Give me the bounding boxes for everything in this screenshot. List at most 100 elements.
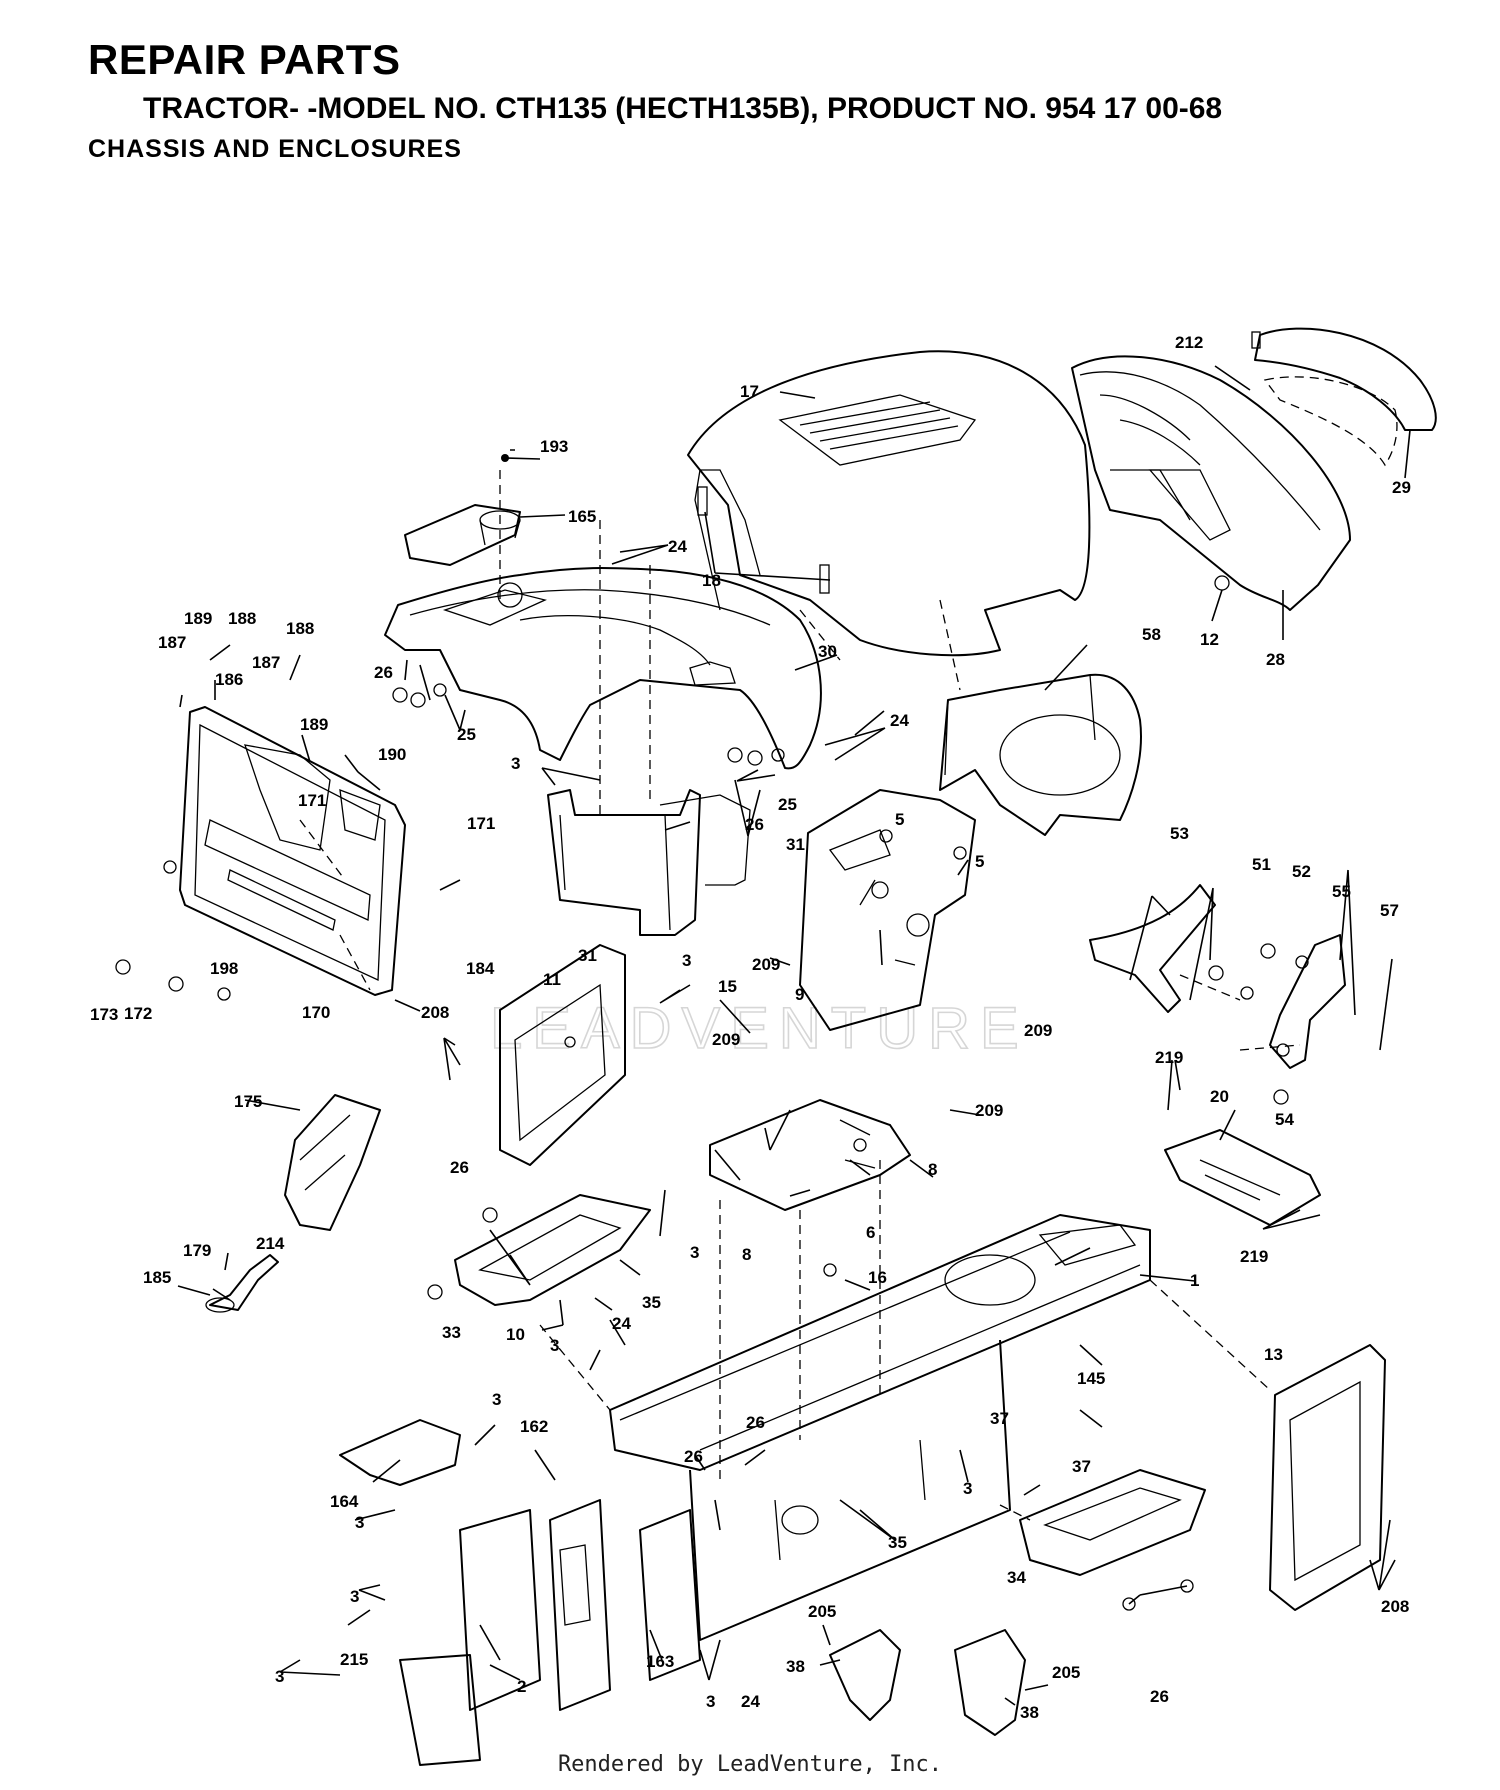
callout: 54 bbox=[1275, 1110, 1294, 1129]
callout: 170 bbox=[302, 1003, 330, 1022]
callout: 26 bbox=[746, 1413, 765, 1432]
hood-bracket-part bbox=[1089, 884, 1216, 1013]
callout: 3 bbox=[690, 1243, 699, 1262]
callout: 179 bbox=[183, 1241, 211, 1260]
callout: 35 bbox=[642, 1293, 661, 1312]
dashboard-panel-part bbox=[179, 706, 406, 996]
side-panel-right-part bbox=[1269, 1344, 1386, 1611]
callout: 51 bbox=[1252, 855, 1271, 874]
callout: 8 bbox=[742, 1245, 751, 1264]
callout: 165 bbox=[568, 507, 596, 526]
steering-support-part bbox=[799, 789, 976, 1031]
callout: 6 bbox=[866, 1223, 875, 1242]
callout: 3 bbox=[350, 1587, 359, 1606]
watermark-text: LEADVENTURE bbox=[490, 996, 1029, 1061]
callout: 15 bbox=[718, 977, 737, 996]
callout: 190 bbox=[378, 745, 406, 764]
callout: 219 bbox=[1155, 1048, 1183, 1067]
heat-shield-part bbox=[939, 673, 1142, 836]
dash-cover-part bbox=[404, 504, 521, 566]
callout: 3 bbox=[550, 1336, 559, 1355]
section-title: CHASSIS AND ENCLOSURES bbox=[88, 135, 462, 163]
callout: 219 bbox=[1240, 1247, 1268, 1266]
callout: 3 bbox=[706, 1692, 715, 1711]
fender-part bbox=[384, 566, 822, 770]
callout: 175 bbox=[234, 1092, 262, 1111]
callout: 205 bbox=[808, 1602, 836, 1621]
side-panel-left-part bbox=[499, 944, 626, 1166]
assembly-guide-lines bbox=[299, 470, 1301, 1521]
callout: 198 bbox=[210, 959, 238, 978]
callout: 5 bbox=[895, 810, 904, 829]
callout: 30 bbox=[818, 642, 837, 661]
bracket-164-part bbox=[339, 1419, 461, 1486]
callout: 3 bbox=[682, 951, 691, 970]
callout: 31 bbox=[578, 946, 597, 965]
hood-part bbox=[687, 350, 1091, 657]
callout: 24 bbox=[668, 537, 687, 556]
callout: 189 bbox=[300, 715, 328, 734]
front-plate-part bbox=[399, 1499, 701, 1766]
callout: 13 bbox=[1264, 1345, 1283, 1364]
callout: 18 bbox=[702, 571, 721, 590]
callout: 17 bbox=[740, 382, 759, 401]
lever-179-part bbox=[205, 1254, 279, 1313]
callout: 34 bbox=[1007, 1568, 1026, 1587]
callout: 20 bbox=[1210, 1087, 1229, 1106]
callout: 3 bbox=[355, 1513, 364, 1532]
callout: 172 bbox=[124, 1004, 152, 1023]
callout: 205 bbox=[1052, 1663, 1080, 1682]
callout: 57 bbox=[1380, 901, 1399, 920]
callout: 187 bbox=[252, 653, 280, 672]
callout: 58 bbox=[1142, 625, 1161, 644]
callout: 24 bbox=[741, 1692, 760, 1711]
control-plate-part bbox=[709, 1099, 911, 1211]
callout: 185 bbox=[143, 1268, 171, 1287]
callout: 188 bbox=[286, 619, 314, 638]
callout: 25 bbox=[778, 795, 797, 814]
dash-bracket-part bbox=[547, 789, 751, 936]
callout-leader-lines bbox=[177, 365, 1411, 1706]
callout: 209 bbox=[1024, 1021, 1052, 1040]
callout: 26 bbox=[1150, 1687, 1169, 1706]
callout: 25 bbox=[457, 725, 476, 744]
callout: 171 bbox=[298, 791, 326, 810]
callout: 164 bbox=[330, 1492, 359, 1511]
callout: 28 bbox=[1266, 650, 1285, 669]
callout: 37 bbox=[1072, 1457, 1091, 1476]
hinge-plate-part bbox=[1269, 934, 1346, 1069]
callout: 173 bbox=[90, 1005, 118, 1024]
callout: 26 bbox=[374, 663, 393, 682]
callout: 53 bbox=[1170, 824, 1189, 843]
callout: 16 bbox=[868, 1268, 887, 1287]
callout: 52 bbox=[1292, 862, 1311, 881]
callout: 187 bbox=[158, 633, 186, 652]
bracket-175-part bbox=[284, 1094, 381, 1231]
callout: 208 bbox=[1381, 1597, 1409, 1616]
callout: 26 bbox=[684, 1447, 703, 1466]
callout-labels: 193 165 24 17 18 212 29 12 28 189 188 18… bbox=[90, 333, 1411, 1722]
callout: 212 bbox=[1175, 333, 1203, 352]
callout: 24 bbox=[612, 1314, 631, 1333]
callout: 2 bbox=[517, 1677, 526, 1696]
callout: 171 bbox=[467, 814, 495, 833]
callout: 26 bbox=[450, 1158, 469, 1177]
callout: 33 bbox=[442, 1323, 461, 1342]
model-subtitle: TRACTOR- -MODEL NO. CTH135 (HECTH135B), … bbox=[143, 92, 1223, 125]
callout: 10 bbox=[506, 1325, 525, 1344]
callout: 38 bbox=[1020, 1703, 1039, 1722]
callout: 3 bbox=[492, 1390, 501, 1409]
callout: 11 bbox=[543, 970, 561, 989]
callout: 9 bbox=[795, 985, 804, 1004]
bracket-38-part bbox=[829, 1629, 1026, 1736]
callout: 24 bbox=[890, 711, 909, 730]
callout: 35 bbox=[888, 1533, 907, 1552]
callout: 189 bbox=[184, 609, 212, 628]
callout: 163 bbox=[646, 1652, 674, 1671]
callout: 29 bbox=[1392, 478, 1411, 497]
callout: 188 bbox=[228, 609, 256, 628]
callout: 38 bbox=[786, 1657, 805, 1676]
callout: 145 bbox=[1077, 1369, 1105, 1388]
callout: 37 bbox=[990, 1409, 1009, 1428]
